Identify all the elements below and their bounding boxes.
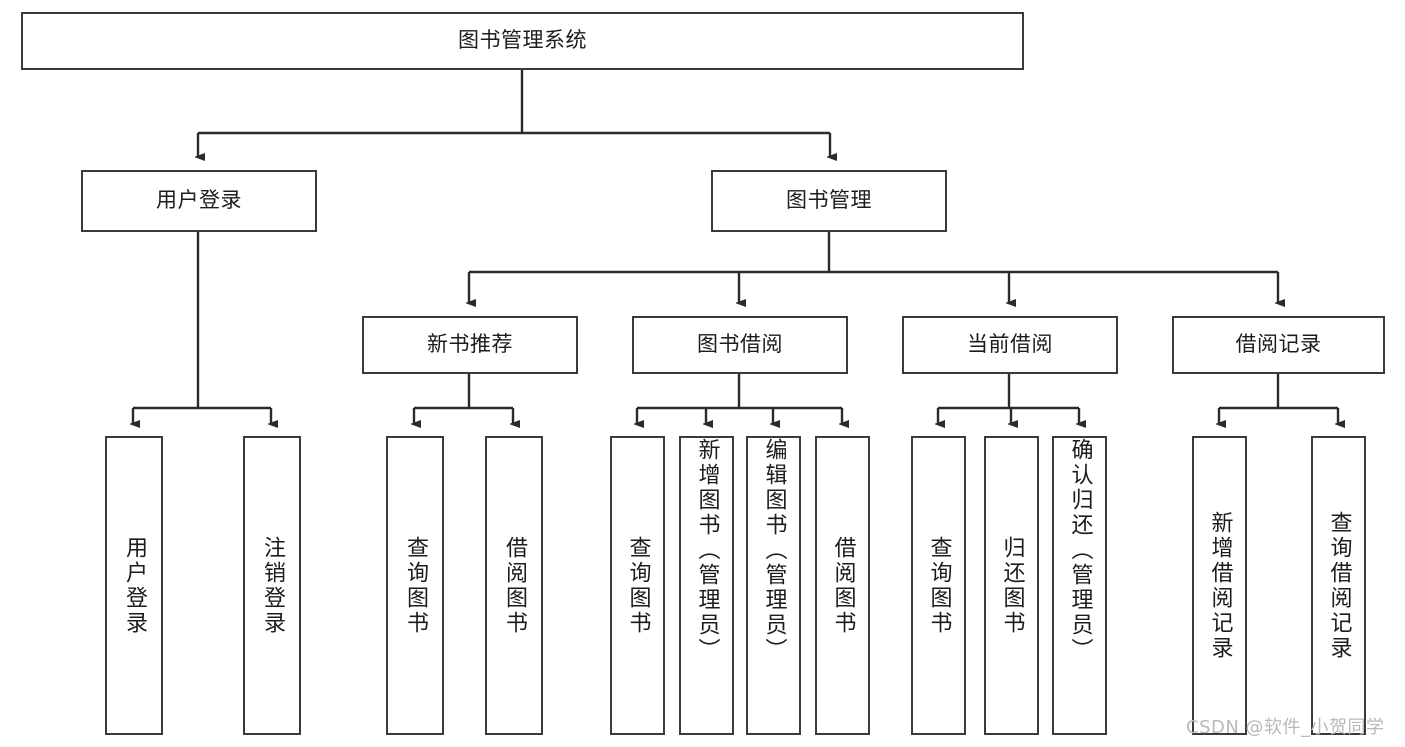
node-leaf-query-book-2[interactable]: 查询图书: [610, 436, 665, 735]
node-leaf-query-book-3-label: 查询图书: [926, 535, 952, 636]
node-leaf-query-book-1-label: 查询图书: [403, 535, 428, 636]
node-leaf-add-book[interactable]: 新增图书（管理员）: [679, 436, 734, 735]
node-leaf-add-book-label: 新增图书（管理员）: [694, 438, 720, 663]
node-book-manage[interactable]: 图书管理: [711, 170, 947, 232]
node-leaf-borrow-book-1[interactable]: 借阅图书: [485, 436, 543, 735]
node-current-borrow[interactable]: 当前借阅: [902, 316, 1118, 374]
node-user-login-label: 用户登录: [156, 188, 242, 213]
node-book-borrow[interactable]: 图书借阅: [632, 316, 848, 374]
node-leaf-confirm-return-label: 确认归还（管理员）: [1067, 438, 1093, 663]
node-leaf-query-record-label: 查询借阅记录: [1326, 510, 1352, 661]
node-leaf-borrow-book-2-label: 借阅图书: [830, 535, 856, 636]
node-leaf-query-book-2-label: 查询图书: [625, 535, 651, 636]
node-leaf-edit-book-label: 编辑图书（管理员）: [761, 438, 787, 663]
node-current-borrow-label: 当前借阅: [967, 332, 1053, 357]
node-book-manage-label: 图书管理: [786, 188, 872, 213]
node-leaf-user-login-label: 用户登录: [122, 535, 147, 636]
node-leaf-return-book[interactable]: 归还图书: [984, 436, 1039, 735]
node-new-book-recommend[interactable]: 新书推荐: [362, 316, 578, 374]
node-leaf-confirm-return[interactable]: 确认归还（管理员）: [1052, 436, 1107, 735]
node-borrow-record[interactable]: 借阅记录: [1172, 316, 1385, 374]
node-user-login[interactable]: 用户登录: [81, 170, 317, 232]
node-borrow-record-label: 借阅记录: [1235, 332, 1322, 357]
node-leaf-borrow-book-1-label: 借阅图书: [502, 535, 527, 636]
node-book-borrow-label: 图书借阅: [697, 332, 783, 357]
node-leaf-add-record-label: 新增借阅记录: [1207, 510, 1233, 661]
node-root-label: 图书管理系统: [458, 28, 587, 53]
node-leaf-user-login[interactable]: 用户登录: [105, 436, 163, 735]
node-leaf-query-book-3[interactable]: 查询图书: [911, 436, 966, 735]
node-root[interactable]: 图书管理系统: [21, 12, 1024, 70]
node-leaf-query-record[interactable]: 查询借阅记录: [1311, 436, 1366, 735]
node-leaf-logout[interactable]: 注销登录: [243, 436, 301, 735]
watermark: CSDN @软件_小贺同学: [1186, 717, 1385, 738]
node-new-book-recommend-label: 新书推荐: [427, 332, 513, 357]
node-leaf-return-book-label: 归还图书: [999, 535, 1025, 636]
node-leaf-query-book-1[interactable]: 查询图书: [386, 436, 444, 735]
node-leaf-edit-book[interactable]: 编辑图书（管理员）: [746, 436, 801, 735]
node-leaf-add-record[interactable]: 新增借阅记录: [1192, 436, 1247, 735]
node-leaf-logout-label: 注销登录: [260, 535, 285, 636]
node-leaf-borrow-book-2[interactable]: 借阅图书: [815, 436, 870, 735]
